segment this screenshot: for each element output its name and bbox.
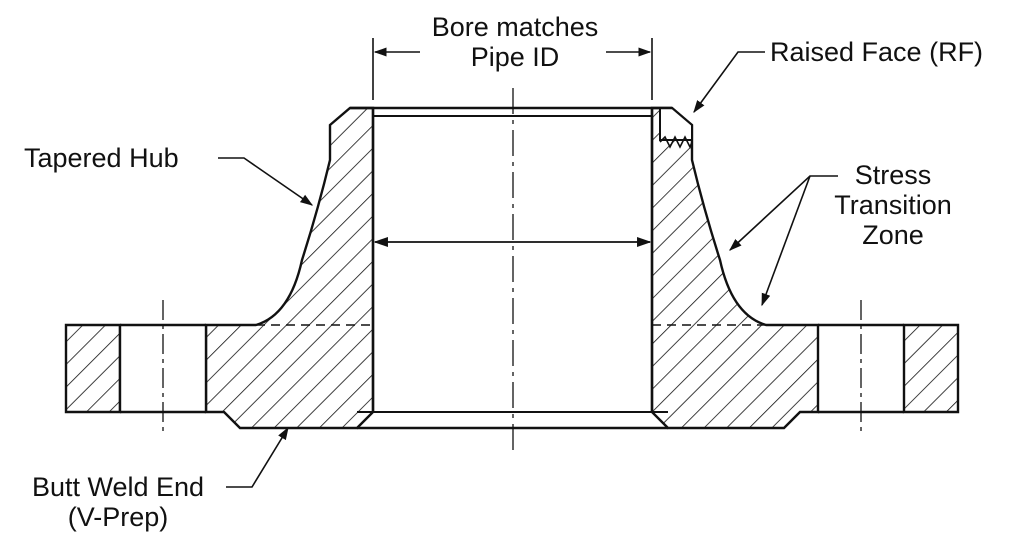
raised-face-block xyxy=(659,107,693,141)
tapered-hub-leader xyxy=(218,157,314,206)
butt-weld-leader xyxy=(226,426,289,488)
stress-transition-zone-label: Stress Transition Zone xyxy=(808,160,978,250)
tapered-hub-label: Tapered Hub xyxy=(24,143,179,173)
left-flange-outer-section xyxy=(64,323,122,414)
raised-face-leader xyxy=(693,51,765,114)
stress-leader-lower xyxy=(761,175,811,307)
raised-face-label-text: Raised Face (RF) xyxy=(770,37,984,67)
left-hub-section xyxy=(204,106,375,430)
stress-label-line1: Stress xyxy=(854,160,932,190)
butt-weld-end-label: Butt Weld End (V-Prep) xyxy=(14,472,222,532)
right-hub-section xyxy=(650,106,820,430)
tapered-hub-label-text: Tapered Hub xyxy=(24,143,179,173)
bore-label: Bore matches Pipe ID xyxy=(410,12,620,72)
butt-weld-label-line2: (V-Prep) xyxy=(67,502,169,532)
stress-label-line2: Transition xyxy=(834,190,952,220)
stress-label-line3: Zone xyxy=(862,220,924,250)
raised-face-jagged-line xyxy=(659,135,693,149)
bore-label-line2: Pipe ID xyxy=(470,42,560,72)
raised-face-label: Raised Face (RF) xyxy=(770,37,983,67)
bore-label-line1: Bore matches xyxy=(431,12,599,42)
right-flange-outer-section xyxy=(902,323,960,414)
butt-weld-label-line1: Butt Weld End xyxy=(31,472,205,502)
